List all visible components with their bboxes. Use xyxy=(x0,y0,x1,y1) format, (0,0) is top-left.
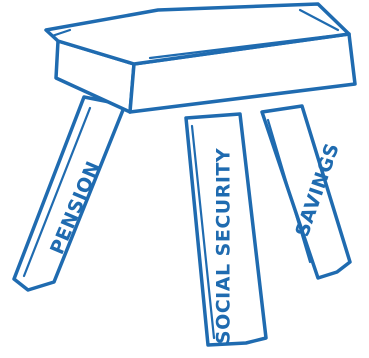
leg-label-social-security: SOCIAL SECURITY xyxy=(213,148,235,344)
leg-savings: SAVINGS xyxy=(262,106,350,278)
stool-seat xyxy=(46,4,355,112)
leg-social-security: SOCIAL SECURITY xyxy=(186,114,266,345)
leg-pension: PENSION xyxy=(14,97,125,290)
